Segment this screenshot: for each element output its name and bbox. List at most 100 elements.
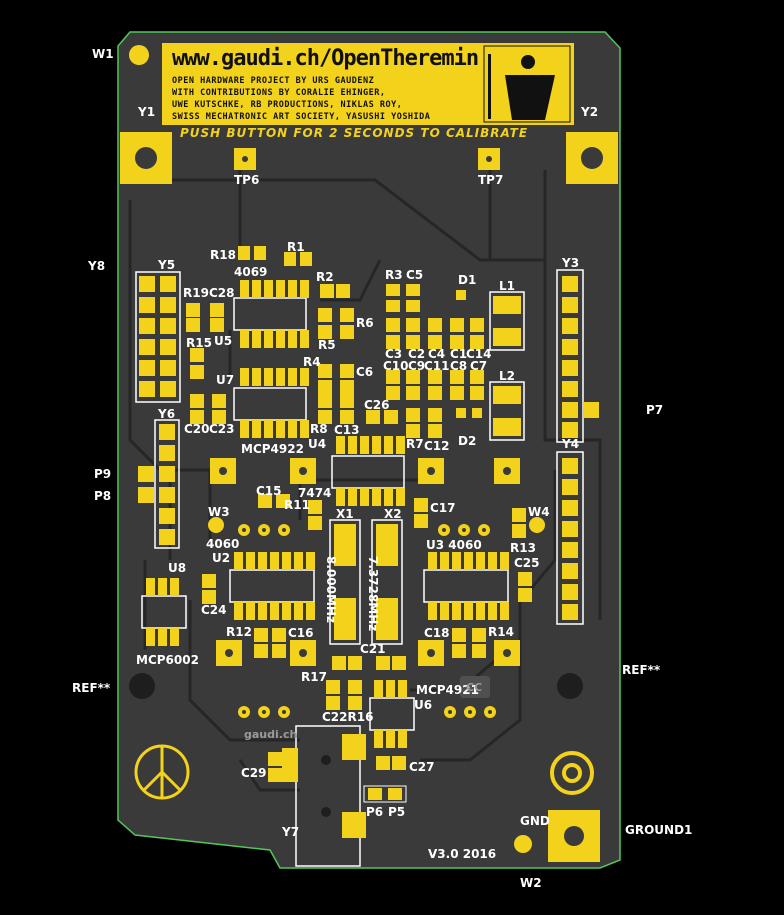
photo-body: [505, 75, 555, 120]
silk-c16: C16: [288, 626, 314, 640]
label-y2: Y2: [581, 105, 599, 119]
silk-tp6: TP6: [234, 173, 260, 187]
silk-r17: R17: [301, 670, 327, 684]
silk-r18: R18: [210, 248, 236, 262]
silk-c24: C24: [201, 603, 227, 617]
silk-r5: R5: [318, 338, 336, 352]
silk-c5: C5: [406, 268, 424, 282]
ic-mcp6002: [141, 578, 187, 646]
cc-logo-text: CC: [466, 681, 483, 694]
silk-c10: C10: [383, 359, 409, 373]
banner-line-1: OPEN HARDWARE PROJECT BY URS GAUDENZ: [172, 76, 375, 86]
jack-hole-1: [321, 755, 331, 765]
banner-line-3: UWE KUTSCHKE, RB PRODUCTIONS, NIKLAS ROY…: [172, 100, 403, 110]
silk-u7: U7: [216, 373, 235, 387]
banner-url: www.gaudi.ch/OpenTheremin: [172, 46, 479, 71]
photo-head: [521, 55, 535, 69]
p5p6-pads: [363, 785, 407, 803]
crystal-x1: [329, 519, 361, 645]
banner-line-2: WITH CONTRIBUTIONS BY CORALIE EHINGER,: [172, 88, 386, 98]
silk-w3: W3: [208, 505, 230, 519]
silk-c9: C9: [408, 359, 426, 373]
silk-p6: P6: [366, 805, 384, 819]
silk-c2: C2: [408, 347, 426, 361]
jack-pad-bottom: [342, 812, 366, 838]
x1-frequency: 8.000MHz: [324, 556, 338, 623]
ref-hole-right: [557, 673, 583, 699]
silk-r1: R1: [287, 240, 305, 254]
silk-c18: C18: [424, 626, 450, 640]
silk-r11: R11: [284, 498, 310, 512]
silk-w4: W4: [528, 505, 550, 519]
silk-r2: R2: [316, 270, 334, 284]
silk-c3: C3: [385, 347, 403, 361]
silk-4069: 4069: [234, 265, 268, 279]
label-y1: Y1: [138, 105, 156, 119]
label-p8: P8: [94, 489, 112, 503]
p6-pad: [368, 788, 382, 800]
silk-gnd: GND: [520, 814, 550, 828]
silk-u6: U6: [414, 698, 433, 712]
silk-y3: Y3: [562, 256, 580, 270]
silk-d1: D1: [458, 273, 477, 287]
silk-r15: R15: [186, 336, 212, 350]
silk-tp7: TP7: [478, 173, 504, 187]
silk-r8: R8: [310, 422, 328, 436]
silk-d2: D2: [458, 434, 477, 448]
ground-hole: [564, 826, 584, 846]
version-label: V3.0 2016: [428, 847, 497, 861]
silk-c17: C17: [430, 501, 456, 515]
silk-u8: U8: [168, 561, 187, 575]
silk-y5: Y5: [158, 258, 176, 272]
ref-hole-left: [129, 673, 155, 699]
silk-y6: Y6: [158, 407, 176, 421]
crystal-x2: [371, 519, 403, 645]
silk-c14: C14: [466, 347, 492, 361]
silk-mcp6002: MCP6002: [136, 653, 199, 667]
peace-icon: [134, 744, 190, 800]
jack-hole-2: [321, 807, 331, 817]
silk-r7: R7: [406, 437, 424, 451]
silk-p5: P5: [388, 805, 406, 819]
y2-hole: [581, 147, 603, 169]
y1-hole: [135, 147, 157, 169]
header-y5: [135, 271, 181, 403]
label-p9: P9: [94, 467, 112, 481]
silk-r19: R19: [183, 286, 209, 300]
silk-r12: R12: [226, 625, 252, 639]
silk-l2: L2: [499, 369, 515, 383]
header-y3: [556, 269, 599, 443]
w3-dot: [208, 517, 224, 533]
silk-r14: R14: [488, 625, 514, 639]
silk-c12: C12: [424, 439, 450, 453]
silk-c27: C27: [409, 760, 435, 774]
w1-dot: [129, 45, 149, 65]
label-ref-left: REF**: [72, 681, 111, 695]
inductor-l2: [489, 381, 525, 441]
silk-c13: C13: [334, 423, 360, 437]
label-w2: W2: [520, 876, 542, 890]
passive-pads: [186, 246, 532, 782]
silk-mcp4921: MCP4921: [416, 683, 479, 697]
silk-mcp4922: MCP4922: [241, 442, 304, 456]
gnd-dot: [514, 835, 532, 853]
tp7-hole: [486, 156, 492, 162]
silk-c29: C29: [241, 766, 267, 780]
silk-y7: Y7: [282, 825, 300, 839]
silk-r3: R3: [385, 268, 403, 282]
label-w1: W1: [92, 47, 114, 61]
ic-mcp4921: [369, 680, 415, 748]
silk-y4: Y4: [562, 437, 580, 451]
th-holes: [242, 528, 492, 714]
label-ground1: GROUND1: [625, 823, 693, 837]
silk-c1: C1: [450, 347, 468, 361]
silk-r4: R4: [303, 355, 321, 369]
silk-c15: C15: [256, 484, 282, 498]
ic-4060-u2: [229, 552, 315, 620]
th-rows: [238, 524, 496, 718]
silk-c28: C28: [209, 286, 235, 300]
ic-4060-u3: [423, 552, 509, 620]
silk-c26: C26: [364, 398, 390, 412]
